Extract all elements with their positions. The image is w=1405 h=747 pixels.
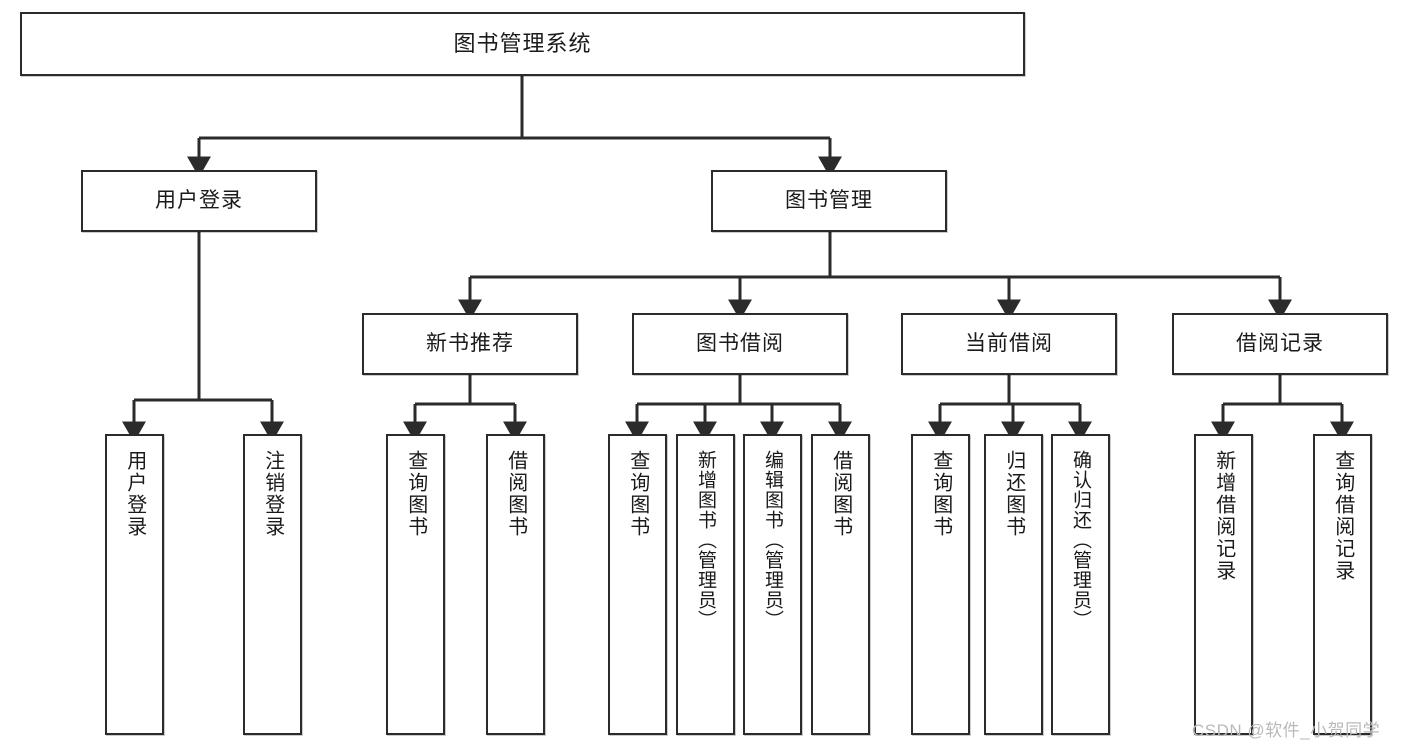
node-root[interactable]: 图书管理系统	[20, 12, 1025, 76]
node-book-borrow[interactable]: 图书借阅	[632, 313, 848, 375]
node-leaf-logout[interactable]: 注销登录	[243, 434, 302, 735]
node-leaf-query-book-2[interactable]: 查询图书	[608, 434, 667, 735]
node-leaf-return-book-label: 归还图书	[1002, 450, 1025, 538]
node-leaf-query-book-3[interactable]: 查询图书	[911, 434, 970, 735]
node-leaf-query-book-1[interactable]: 查询图书	[386, 434, 445, 735]
node-leaf-confirm-return[interactable]: 确认归还（管理员）	[1051, 434, 1110, 735]
node-new-book-rec[interactable]: 新书推荐	[362, 313, 578, 375]
node-leaf-logout-label: 注销登录	[261, 450, 284, 538]
node-leaf-query-record-label: 查询借阅记录	[1331, 450, 1354, 582]
node-leaf-edit-book-label: 编辑图书（管理员）	[762, 450, 784, 630]
node-leaf-add-record[interactable]: 新增借阅记录	[1194, 434, 1253, 735]
node-user-login-label: 用户登录	[155, 189, 243, 213]
node-leaf-borrow-book-1-label: 借阅图书	[504, 450, 527, 538]
node-borrow-record-label: 借阅记录	[1236, 332, 1324, 356]
node-leaf-borrow-book-2-label: 借阅图书	[829, 450, 852, 538]
node-leaf-query-record[interactable]: 查询借阅记录	[1313, 434, 1372, 735]
node-leaf-add-book[interactable]: 新增图书（管理员）	[676, 434, 735, 735]
node-book-manage[interactable]: 图书管理	[711, 170, 947, 232]
node-leaf-query-book-1-label: 查询图书	[404, 450, 427, 538]
node-leaf-add-book-label: 新增图书（管理员）	[695, 450, 717, 630]
node-leaf-add-record-label: 新增借阅记录	[1212, 450, 1235, 582]
node-leaf-query-book-3-label: 查询图书	[929, 450, 952, 538]
node-leaf-user-login[interactable]: 用户登录	[105, 434, 164, 735]
node-borrow-record[interactable]: 借阅记录	[1172, 313, 1388, 375]
node-new-book-rec-label: 新书推荐	[426, 332, 514, 356]
csdn-watermark-text: CSDN @软件_小贺同学	[1192, 721, 1381, 740]
node-current-borrow[interactable]: 当前借阅	[901, 313, 1117, 375]
node-user-login[interactable]: 用户登录	[81, 170, 317, 232]
node-root-label: 图书管理系统	[453, 30, 592, 56]
node-leaf-confirm-return-label: 确认归还（管理员）	[1070, 450, 1092, 630]
csdn-watermark: CSDN @软件_小贺同学	[1192, 716, 1380, 741]
node-current-borrow-label: 当前借阅	[965, 332, 1053, 356]
node-leaf-user-login-label: 用户登录	[123, 450, 146, 538]
node-leaf-return-book[interactable]: 归还图书	[984, 434, 1043, 735]
node-leaf-borrow-book-2[interactable]: 借阅图书	[811, 434, 870, 735]
node-book-manage-label: 图书管理	[785, 189, 873, 213]
node-leaf-query-book-2-label: 查询图书	[626, 450, 649, 538]
node-book-borrow-label: 图书借阅	[696, 332, 784, 356]
node-leaf-borrow-book-1[interactable]: 借阅图书	[486, 434, 545, 735]
node-leaf-edit-book[interactable]: 编辑图书（管理员）	[743, 434, 802, 735]
